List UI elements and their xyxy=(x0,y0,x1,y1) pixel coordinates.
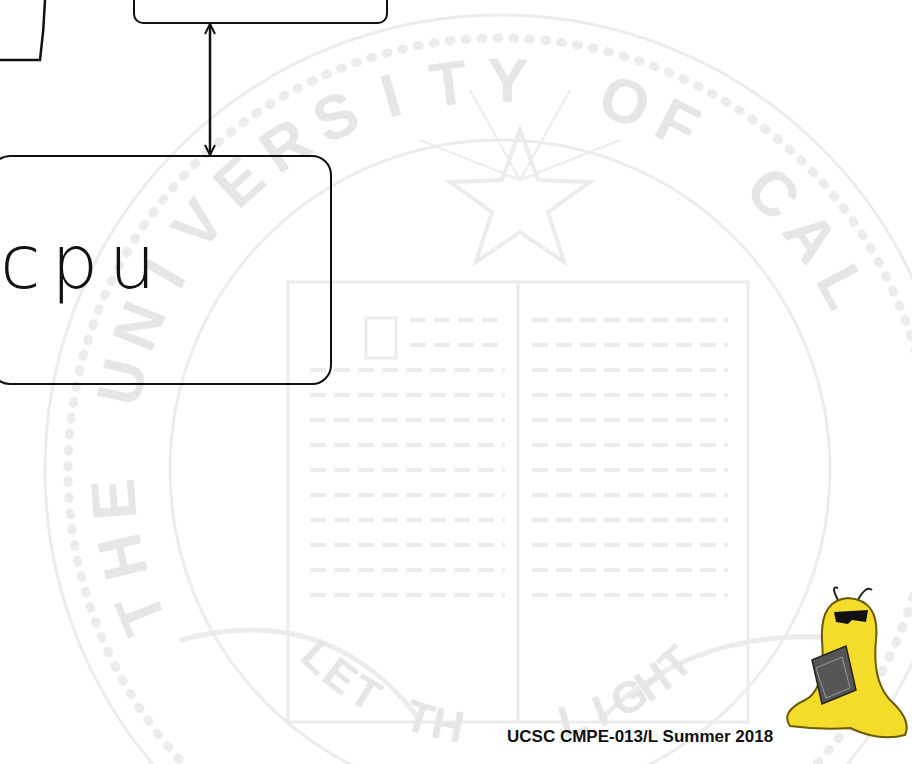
seal-ring xyxy=(45,15,912,764)
process-box: cpu xyxy=(0,155,332,385)
bus-arrow xyxy=(209,24,212,155)
slug-laptop-keys xyxy=(816,657,850,698)
process-box xyxy=(133,0,388,24)
seal-dots xyxy=(68,38,912,764)
node-label: cpu xyxy=(0,219,166,305)
footer-text: UCSC CMPE-013/L Summer 2018 xyxy=(507,727,773,747)
university-seal xyxy=(45,15,912,764)
seal-banner xyxy=(180,630,860,720)
seal-book-lines xyxy=(310,320,728,595)
partial-box xyxy=(0,0,45,60)
seal-star xyxy=(450,130,590,262)
seal-book xyxy=(288,282,748,722)
slug-sunglasses xyxy=(834,610,868,624)
slug-mascot xyxy=(787,588,907,738)
slug-laptop xyxy=(812,646,856,704)
seal-book-spine xyxy=(517,282,520,722)
seal-book-initial xyxy=(366,318,396,358)
slug-body xyxy=(787,598,907,737)
seal-inner-ring xyxy=(170,140,830,764)
